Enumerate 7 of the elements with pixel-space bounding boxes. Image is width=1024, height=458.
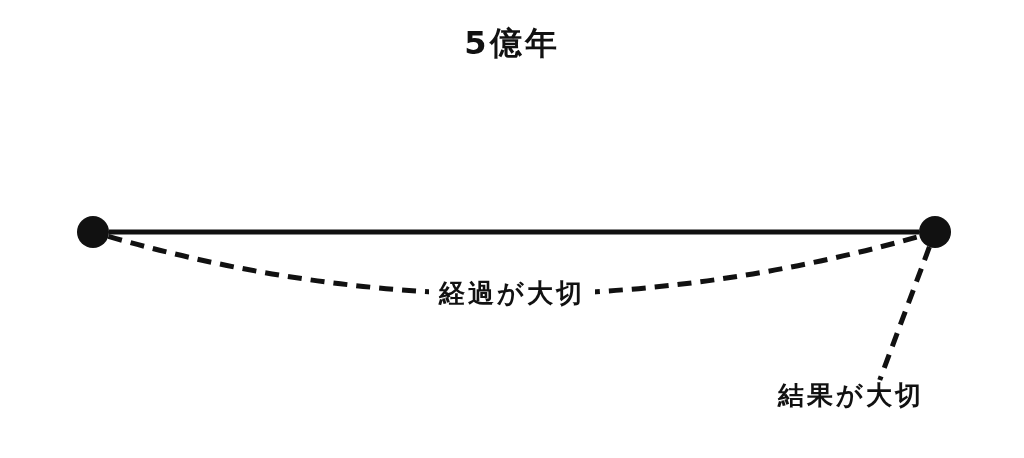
dashed-line [877,246,932,381]
edge-label: 経過が大切 [429,278,595,310]
endpoint-dot [919,216,951,248]
endpoint-dot [77,216,109,248]
connector-line [109,229,919,235]
text-label: 結果が大切 [778,380,968,416]
title: 5億年 [464,23,560,64]
